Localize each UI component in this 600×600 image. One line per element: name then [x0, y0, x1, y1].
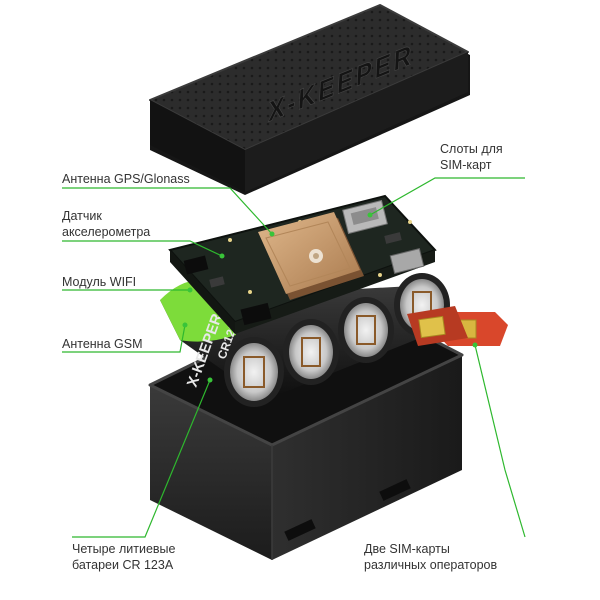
label-gsm-antenna: Антенна GSM [62, 336, 142, 352]
leader-gsm [62, 324, 186, 353]
gps-antenna-patch [258, 212, 364, 300]
dot-accel [219, 253, 225, 259]
label-sim-slots-line-2: SIM-карт [440, 158, 492, 172]
lid: X-KEEPER [149, 4, 470, 195]
dot-gps [269, 231, 275, 237]
dot-sims [472, 342, 478, 348]
leader-batt [72, 379, 211, 538]
label-wifi-module: Модуль WIFI [62, 274, 136, 290]
leader-dots [182, 212, 478, 383]
label-batteries-line-2: батареи CR 123A [72, 558, 174, 572]
dot-slots [367, 212, 373, 218]
label-sim-slots-line-1: Слоты для [440, 142, 503, 156]
label-batteries: Четыре литиевые батареи CR 123A [72, 541, 175, 573]
label-batteries-line-1: Четыре литиевые [72, 542, 176, 556]
dot-gsm [182, 322, 188, 328]
leader-gps [62, 187, 273, 235]
sim-cards [407, 306, 508, 346]
label-gps-antenna-text: Антенна GPS/Glonass [62, 172, 190, 186]
label-two-sims-line-1: Две SIM-карты [364, 542, 450, 556]
leader-lines [62, 177, 526, 538]
label-gsm-antenna-text: Антенна GSM [62, 337, 143, 351]
dot-wifi [187, 287, 193, 293]
label-accelerometer-line-2: акселерометра [62, 225, 151, 239]
leader-accel [62, 240, 223, 257]
batteries: X-KEEPER CR123A [160, 273, 450, 407]
leader-slots [369, 177, 525, 216]
label-wifi-module-text: Модуль WIFI [62, 275, 137, 289]
label-gps-antenna: Антенна GPS/Glonass [62, 171, 190, 187]
label-accelerometer-line-1: Датчик [62, 209, 102, 223]
label-sim-slots: Слоты для SIM-карт [440, 141, 503, 173]
pcb-board [168, 194, 437, 334]
label-two-sims-line-2: различных операторов [364, 558, 498, 572]
leader-sims [474, 344, 526, 538]
dot-batt [207, 377, 213, 383]
label-accelerometer: Датчик акселерометра [62, 208, 150, 240]
label-two-sims: Две SIM-карты различных операторов [364, 541, 497, 573]
